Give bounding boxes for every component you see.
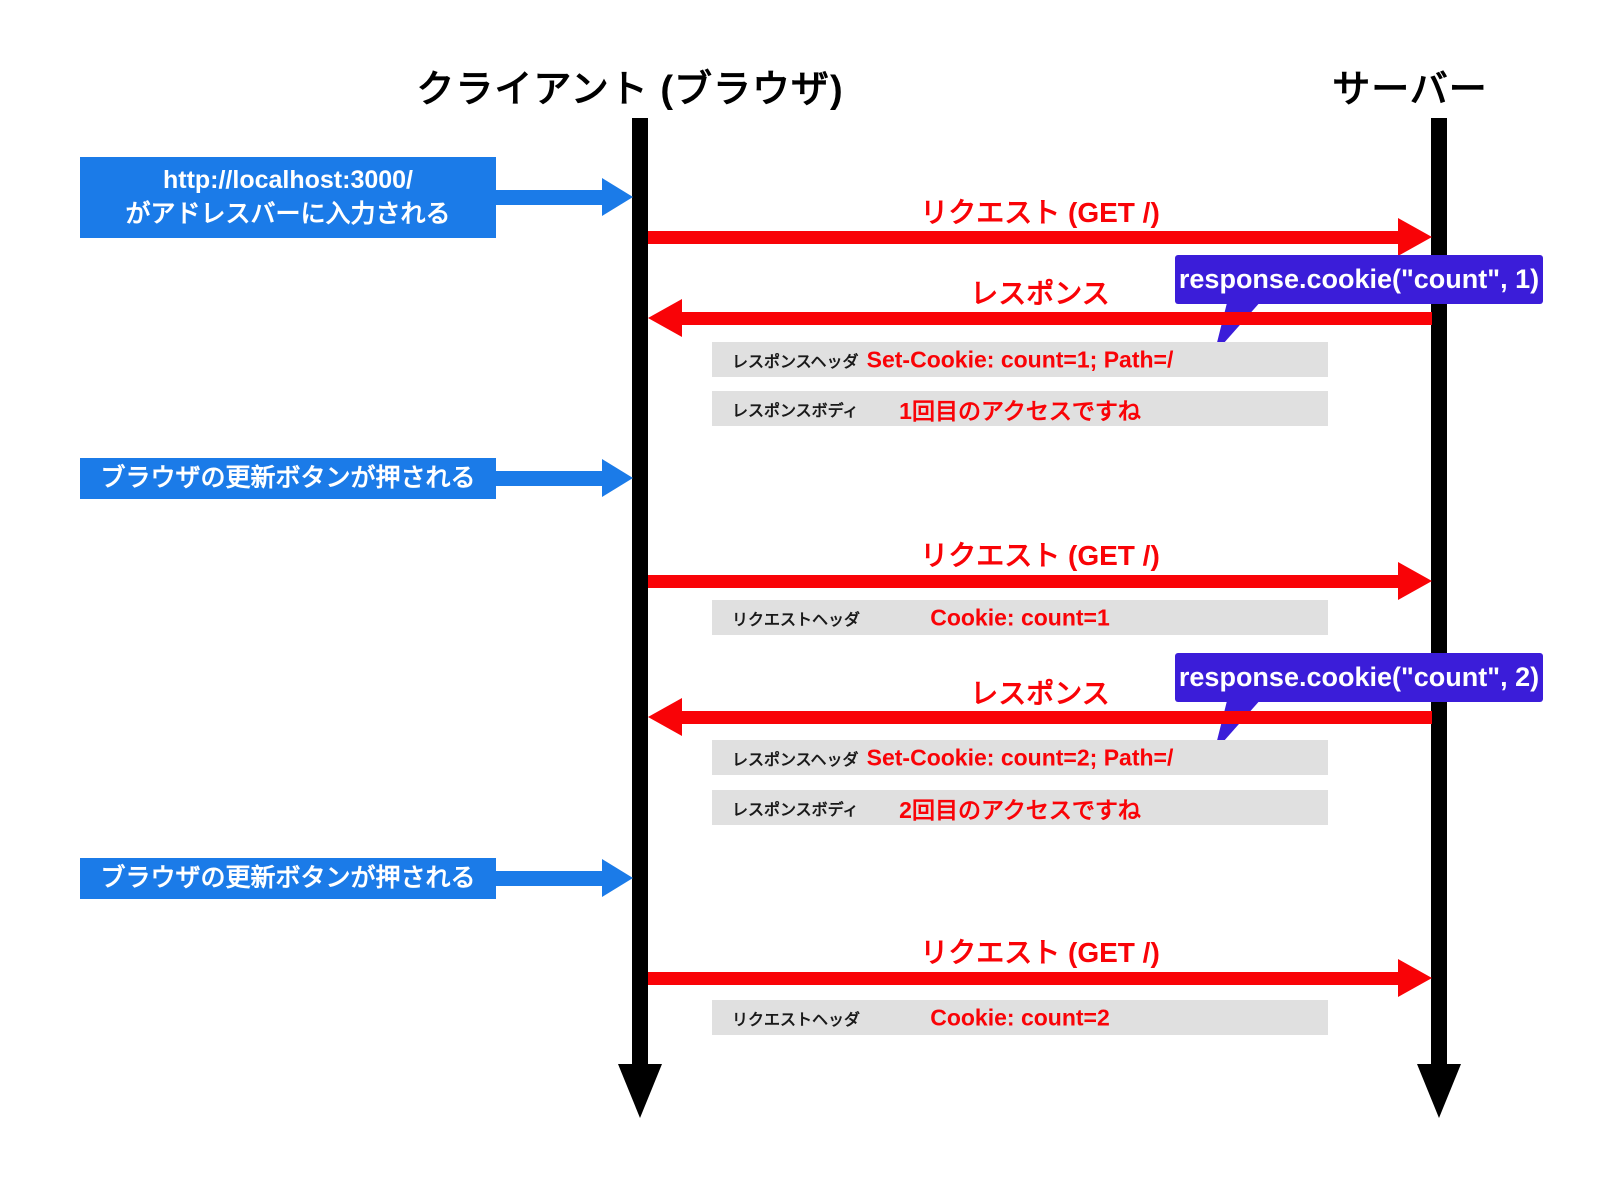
detail-label: レスポンスボディ: [732, 801, 859, 819]
detail-label: レスポンスボディ: [732, 402, 859, 420]
message-label-response-2: レスポンス: [970, 678, 1110, 709]
actor-label-client: クライアント (ブラウザ): [416, 69, 844, 111]
detail-value: Cookie: count=1: [930, 604, 1110, 630]
note-line: ブラウザの更新ボタンが押される: [100, 463, 476, 492]
response-arrow-2-shaft: [682, 711, 1432, 724]
message-label-request-1: リクエスト (GET /): [920, 197, 1160, 228]
note-arrow-head-icon: [602, 859, 633, 897]
actor-label-server: サーバー: [1332, 69, 1488, 111]
detail-value: Set-Cookie: count=2; Path=/: [866, 744, 1174, 770]
request-arrow-1-head-icon: [1398, 218, 1432, 256]
note-line: がアドレスバーに入力される: [125, 199, 451, 228]
detail-box-response-header-2: レスポンスヘッダ Set-Cookie: count=2; Path=/: [712, 740, 1328, 775]
note-arrow-head-icon: [602, 459, 633, 497]
note-line: http://localhost:3000/: [162, 165, 414, 194]
detail-box-response-header-1: レスポンスヘッダ Set-Cookie: count=1; Path=/: [712, 342, 1328, 377]
lifeline-server: [1431, 118, 1447, 1066]
note-arrow-shaft: [494, 471, 604, 486]
response-arrow-2-head-icon: [648, 698, 682, 736]
detail-box-request-header-1: リクエストヘッダ Cookie: count=1: [712, 600, 1328, 635]
detail-value: 1回目のアクセスですね: [899, 397, 1141, 424]
lifeline-server-arrowhead-icon: [1417, 1064, 1461, 1118]
detail-label: リクエストヘッダ: [732, 1011, 861, 1029]
note-arrow-shaft: [494, 871, 604, 886]
request-arrow-2-head-icon: [1398, 562, 1432, 600]
note-line: ブラウザの更新ボタンが押される: [100, 863, 476, 892]
response-arrow-1-head-icon: [648, 299, 682, 337]
note-arrow-shaft: [494, 190, 604, 205]
detail-box-request-header-2: リクエストヘッダ Cookie: count=2: [712, 1000, 1328, 1035]
message-label-request-3: リクエスト (GET /): [920, 937, 1160, 968]
detail-label: レスポンスヘッダ: [732, 751, 859, 769]
client-note-refresh-1: ブラウザの更新ボタンが押される: [80, 458, 496, 499]
request-arrow-1-shaft: [648, 231, 1398, 244]
detail-label: レスポンスヘッダ: [732, 353, 859, 371]
server-code-callout-2: response.cookie("count", 2): [1175, 653, 1543, 702]
client-note-refresh-2: ブラウザの更新ボタンが押される: [80, 858, 496, 899]
detail-value: 2回目のアクセスですね: [899, 796, 1141, 823]
server-code-callout-1: response.cookie("count", 1): [1175, 255, 1543, 304]
client-note-url-entered: http://localhost:3000/ がアドレスバーに入力される: [80, 157, 496, 238]
message-label-response-1: レスポンス: [970, 278, 1110, 309]
lifeline-client-arrowhead-icon: [618, 1064, 662, 1118]
request-arrow-3-shaft: [648, 972, 1398, 985]
message-label-request-2: リクエスト (GET /): [920, 540, 1160, 571]
detail-label: リクエストヘッダ: [732, 611, 861, 629]
response-arrow-1-shaft: [682, 312, 1432, 325]
detail-box-response-body-2: レスポンスボディ 2回目のアクセスですね: [712, 790, 1328, 825]
detail-box-response-body-1: レスポンスボディ 1回目のアクセスですね: [712, 391, 1328, 426]
lifeline-client: [632, 118, 648, 1066]
request-arrow-3-head-icon: [1398, 959, 1432, 997]
request-arrow-2-shaft: [648, 575, 1398, 588]
detail-value: Cookie: count=2: [930, 1004, 1110, 1030]
detail-value: Set-Cookie: count=1; Path=/: [866, 346, 1174, 372]
note-arrow-head-icon: [602, 178, 633, 216]
